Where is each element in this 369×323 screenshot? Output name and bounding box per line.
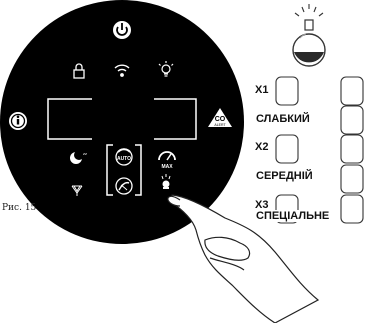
svg-text:zz: zz (83, 151, 87, 156)
svg-text:CO: CO (215, 116, 226, 123)
svg-text:MAX: MAX (161, 164, 173, 170)
svg-text:ALERT: ALERT (214, 123, 226, 127)
level-x3-label: СПЕЦІАЛЬНЕ (256, 210, 329, 222)
level-brackets (276, 77, 363, 223)
level-x2-label: СЕРЕДНІЙ (256, 170, 313, 182)
svg-text:AUTO: AUTO (117, 156, 131, 162)
fragrance-bottle-icon (293, 4, 325, 66)
power-button[interactable] (113, 21, 131, 39)
figure-caption: Рис. 15 (2, 203, 36, 213)
level-x1-label: СЛАБКИЙ (256, 113, 310, 125)
info-button[interactable] (9, 112, 27, 130)
level-x2: X2 (255, 141, 268, 153)
level-x1: X1 (255, 84, 268, 96)
